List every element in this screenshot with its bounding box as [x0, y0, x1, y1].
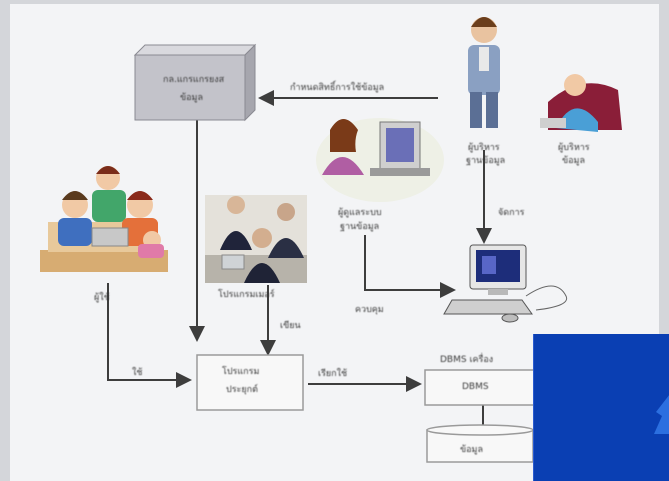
manager-label-line2: ข้อมูล — [562, 156, 586, 166]
blue-overlay-window[interactable] — [533, 334, 669, 481]
dbms-box — [424, 369, 536, 406]
developers-label: โปรแกรมเมอร์ — [218, 290, 275, 300]
operator-label-line2: ฐานข้อมูล — [340, 222, 380, 232]
server-box — [133, 43, 257, 122]
edge-label-developers-to-program: เขียน — [280, 321, 301, 331]
edge-label-program-to-dbms: เรียกใช้ — [318, 369, 348, 379]
database-cylinder — [426, 424, 534, 463]
database-label: ข้อมูล — [460, 445, 484, 455]
admin-illustration — [468, 17, 500, 128]
operator-label-line1: ผู้ดูแลระบบ — [338, 208, 382, 218]
manager-label-line1: ผู้บริหาร — [558, 143, 590, 153]
manager-illustration — [540, 74, 622, 132]
edge-label-operator-to-computer: ควบคุม — [355, 305, 384, 315]
computer-illustration — [443, 244, 568, 323]
dbms-box-label: DBMS — [462, 382, 489, 392]
edge-users-to-program — [107, 283, 192, 388]
edge-label-admin-to-computer: จัดการ — [498, 208, 525, 218]
dbms-title: DBMS เครื่อง — [440, 355, 494, 365]
server-label-line2: ข้อมูล — [180, 93, 204, 103]
admin-label-line1: ผู้บริหาร — [468, 143, 500, 153]
users-illustration — [40, 166, 168, 272]
edge-label-users-to-program: ใช้ — [132, 368, 143, 378]
program-box — [196, 354, 304, 411]
admin-label-line2: ฐานข้อมูล — [466, 156, 506, 166]
program-label-line2: ประยุกต์ — [226, 385, 258, 395]
program-label-line1: โปรแกรม — [222, 367, 260, 377]
overlay-edge-icon — [654, 395, 669, 434]
edge-label-admin-to-server: กำหนดสิทธิ์การใช้ข้อมูล — [290, 83, 385, 93]
developers-illustration — [205, 195, 307, 283]
operator-illustration — [316, 118, 444, 202]
users-label: ผู้ใช้ — [94, 293, 110, 303]
edge-operator-to-computer — [364, 235, 456, 298]
server-label-line1: กล.แกรแกรยงส — [163, 75, 225, 85]
